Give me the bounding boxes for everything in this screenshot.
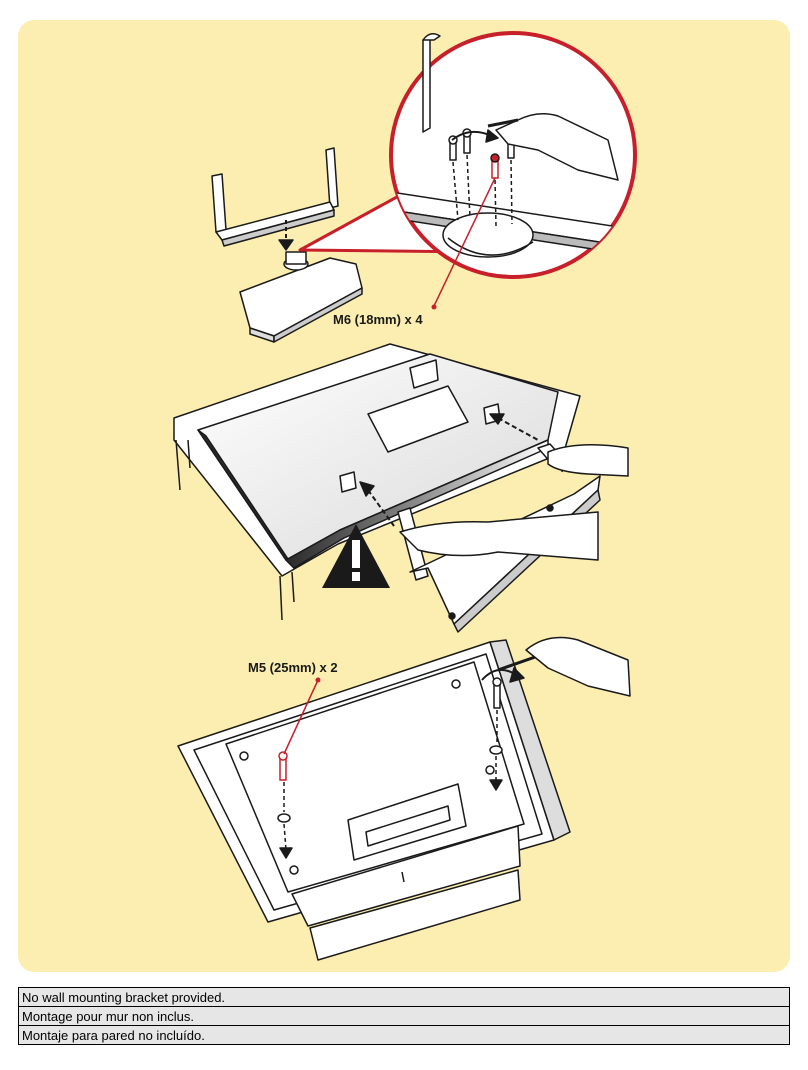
hand-icon [399, 511, 599, 561]
wall-mount-notice: No wall mounting bracket provided. Monta… [18, 987, 790, 1045]
callout-m5-screws: M5 (25mm) x 2 [248, 660, 338, 675]
hand-icon [525, 636, 631, 697]
screw-icon [277, 751, 293, 859]
stand-base [239, 251, 363, 343]
screw-icon [489, 677, 503, 791]
allen-key-icon [497, 654, 539, 672]
allen-key-icon [422, 35, 431, 133]
hand-icon [495, 113, 619, 181]
instruction-panel: M6 (18mm) x 4 M5 (25mm) x 2 [18, 20, 790, 972]
warning-icon [322, 524, 390, 588]
step-1-stand-assembly [211, 31, 637, 343]
step-2-attach-stand [173, 343, 629, 633]
screw-icon [448, 128, 516, 161]
notice-line-french: Montage pour mur non inclus. [19, 1007, 789, 1026]
callout-m6-screws: M6 (18mm) x 4 [333, 312, 423, 327]
stand-bracket [211, 147, 339, 247]
assembly-illustration [173, 31, 637, 961]
notice-line-english: No wall mounting bracket provided. [19, 988, 789, 1007]
step-3-secure-screws [177, 636, 631, 961]
notice-line-spanish: Montaje para pared no incluído. [22, 1028, 205, 1043]
